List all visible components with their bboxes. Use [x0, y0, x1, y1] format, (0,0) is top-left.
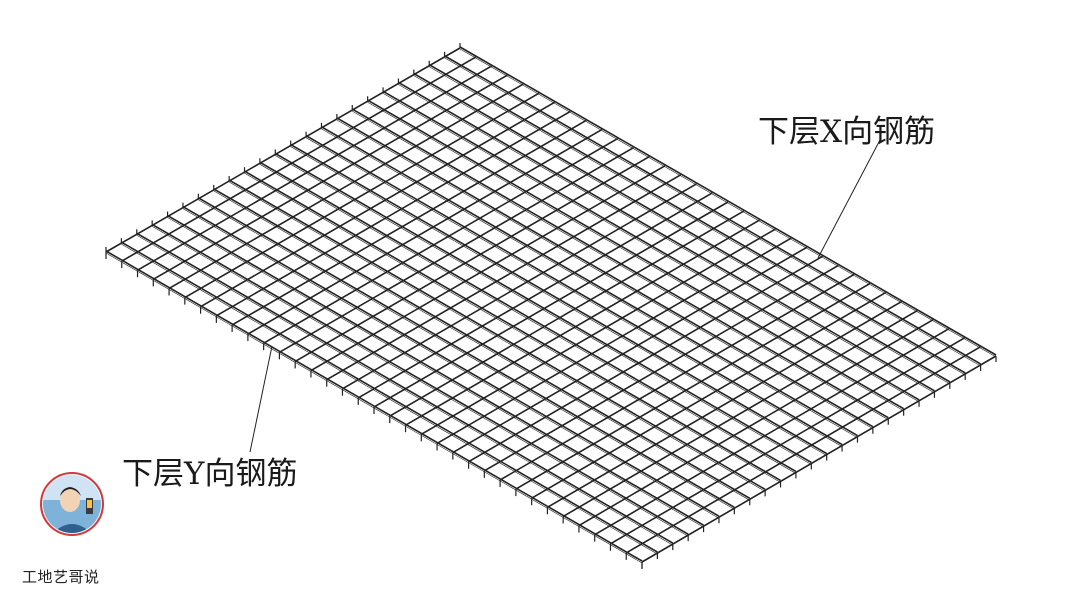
y-direction-bar: [259, 161, 797, 473]
x-direction-bar: [468, 255, 823, 463]
x-direction-bar: [357, 192, 713, 399]
y-direction-bar-shadow: [182, 208, 720, 519]
x-direction-bar: [547, 300, 902, 508]
y-direction-bar-shadow: [413, 75, 950, 385]
x-direction-bar: [641, 355, 997, 563]
y-direction-bar: [167, 214, 704, 526]
y-direction-bar: [274, 152, 812, 464]
y-direction-bar-shadow: [367, 101, 904, 411]
x-direction-bar: [373, 201, 729, 408]
y-direction-bar-shadow: [136, 235, 673, 546]
x-direction-bar: [137, 65, 492, 271]
x-direction-bar: [436, 237, 792, 445]
x-direction-bar: [184, 92, 540, 299]
y-direction-bar: [213, 188, 751, 499]
x-direction-bar: [531, 291, 887, 499]
x-direction-bar: [594, 328, 950, 536]
y-rebar-leader-line: [249, 345, 273, 453]
x-direction-bar: [515, 282, 871, 490]
y-direction-bar: [151, 223, 689, 535]
y-direction-bar-shadow: [305, 137, 843, 447]
x-direction-bar: [326, 174, 682, 381]
y-direction-bar-shadow: [228, 181, 766, 492]
y-direction-bar-shadow: [259, 164, 797, 474]
x-direction-bar: [105, 47, 461, 253]
x-direction-bar: [562, 310, 918, 518]
y-direction-bar: [136, 232, 674, 544]
x-direction-bar: [452, 246, 808, 454]
x-direction-bar: [231, 119, 587, 326]
y-direction-bar: [382, 90, 920, 401]
x-direction-bar: [610, 337, 965, 545]
rebar-mesh: [105, 43, 997, 569]
x-direction-bar: [200, 101, 555, 308]
y-direction-bar-shadow: [352, 110, 889, 420]
y-direction-bar-shadow: [382, 93, 920, 403]
y-direction-bar: [197, 197, 735, 508]
y-direction-bar-shadow: [198, 199, 735, 510]
y-direction-bar: [290, 143, 828, 455]
x-direction-bar: [483, 264, 839, 472]
x-direction-bar: [279, 146, 634, 353]
y-direction-bar-shadow: [336, 119, 874, 429]
y-direction-bar-shadow: [321, 128, 858, 438]
x-direction-bar: [294, 156, 650, 363]
x-direction-bar: [405, 219, 760, 426]
y-direction-bar-shadow: [290, 146, 827, 456]
y-direction-bar: [321, 126, 858, 437]
y-direction-bar-shadow: [459, 48, 997, 358]
y-direction-bar-shadow: [275, 155, 812, 465]
y-direction-bar: [428, 64, 966, 374]
y-direction-bar-shadow: [167, 217, 704, 528]
y-direction-bar: [105, 250, 643, 562]
y-direction-bar-shadow: [121, 243, 658, 555]
x-direction-bar: [310, 165, 666, 372]
y-direction-bar-shadow: [213, 190, 750, 501]
y-direction-bar-shadow: [244, 172, 781, 483]
y-direction-bar: [398, 81, 935, 392]
x-direction-bar: [121, 56, 477, 262]
y-direction-bar: [228, 179, 766, 491]
y-direction-bar: [459, 46, 997, 356]
x-direction-bar: [420, 228, 776, 436]
x-direction-bar: [389, 210, 745, 417]
y-direction-bar: [336, 117, 874, 428]
y-direction-bar: [444, 55, 982, 365]
y-direction-bar: [120, 241, 658, 553]
y-direction-bar: [367, 99, 905, 410]
x-direction-bar: [168, 83, 524, 290]
y-direction-bar-shadow: [398, 84, 935, 394]
y-direction-bar-shadow: [152, 226, 689, 537]
y-direction-bar: [182, 205, 720, 517]
y-rebar-label: 下层Y向钢筋: [122, 456, 297, 492]
x-direction-bar: [342, 183, 697, 390]
x-rebar-leader-line: [817, 139, 881, 259]
x-direction-bar: [152, 74, 508, 281]
x-rebar-label: 下层X向钢筋: [758, 114, 935, 150]
y-direction-bar-shadow: [429, 66, 966, 376]
x-direction-bar: [263, 137, 619, 344]
y-direction-bar: [244, 170, 781, 482]
account-name: 工地艺哥说: [22, 568, 100, 586]
x-direction-bar: [247, 128, 603, 335]
y-direction-bar: [351, 108, 889, 419]
x-direction-bar: [499, 273, 855, 481]
y-direction-bar: [305, 135, 843, 446]
y-direction-bar-shadow: [444, 57, 981, 367]
y-direction-bar: [413, 72, 951, 383]
person-portrait-avatar-icon: [40, 472, 104, 536]
x-direction-bar: [625, 346, 981, 554]
x-direction-bar: [578, 319, 934, 527]
x-direction-bar: [215, 110, 571, 317]
